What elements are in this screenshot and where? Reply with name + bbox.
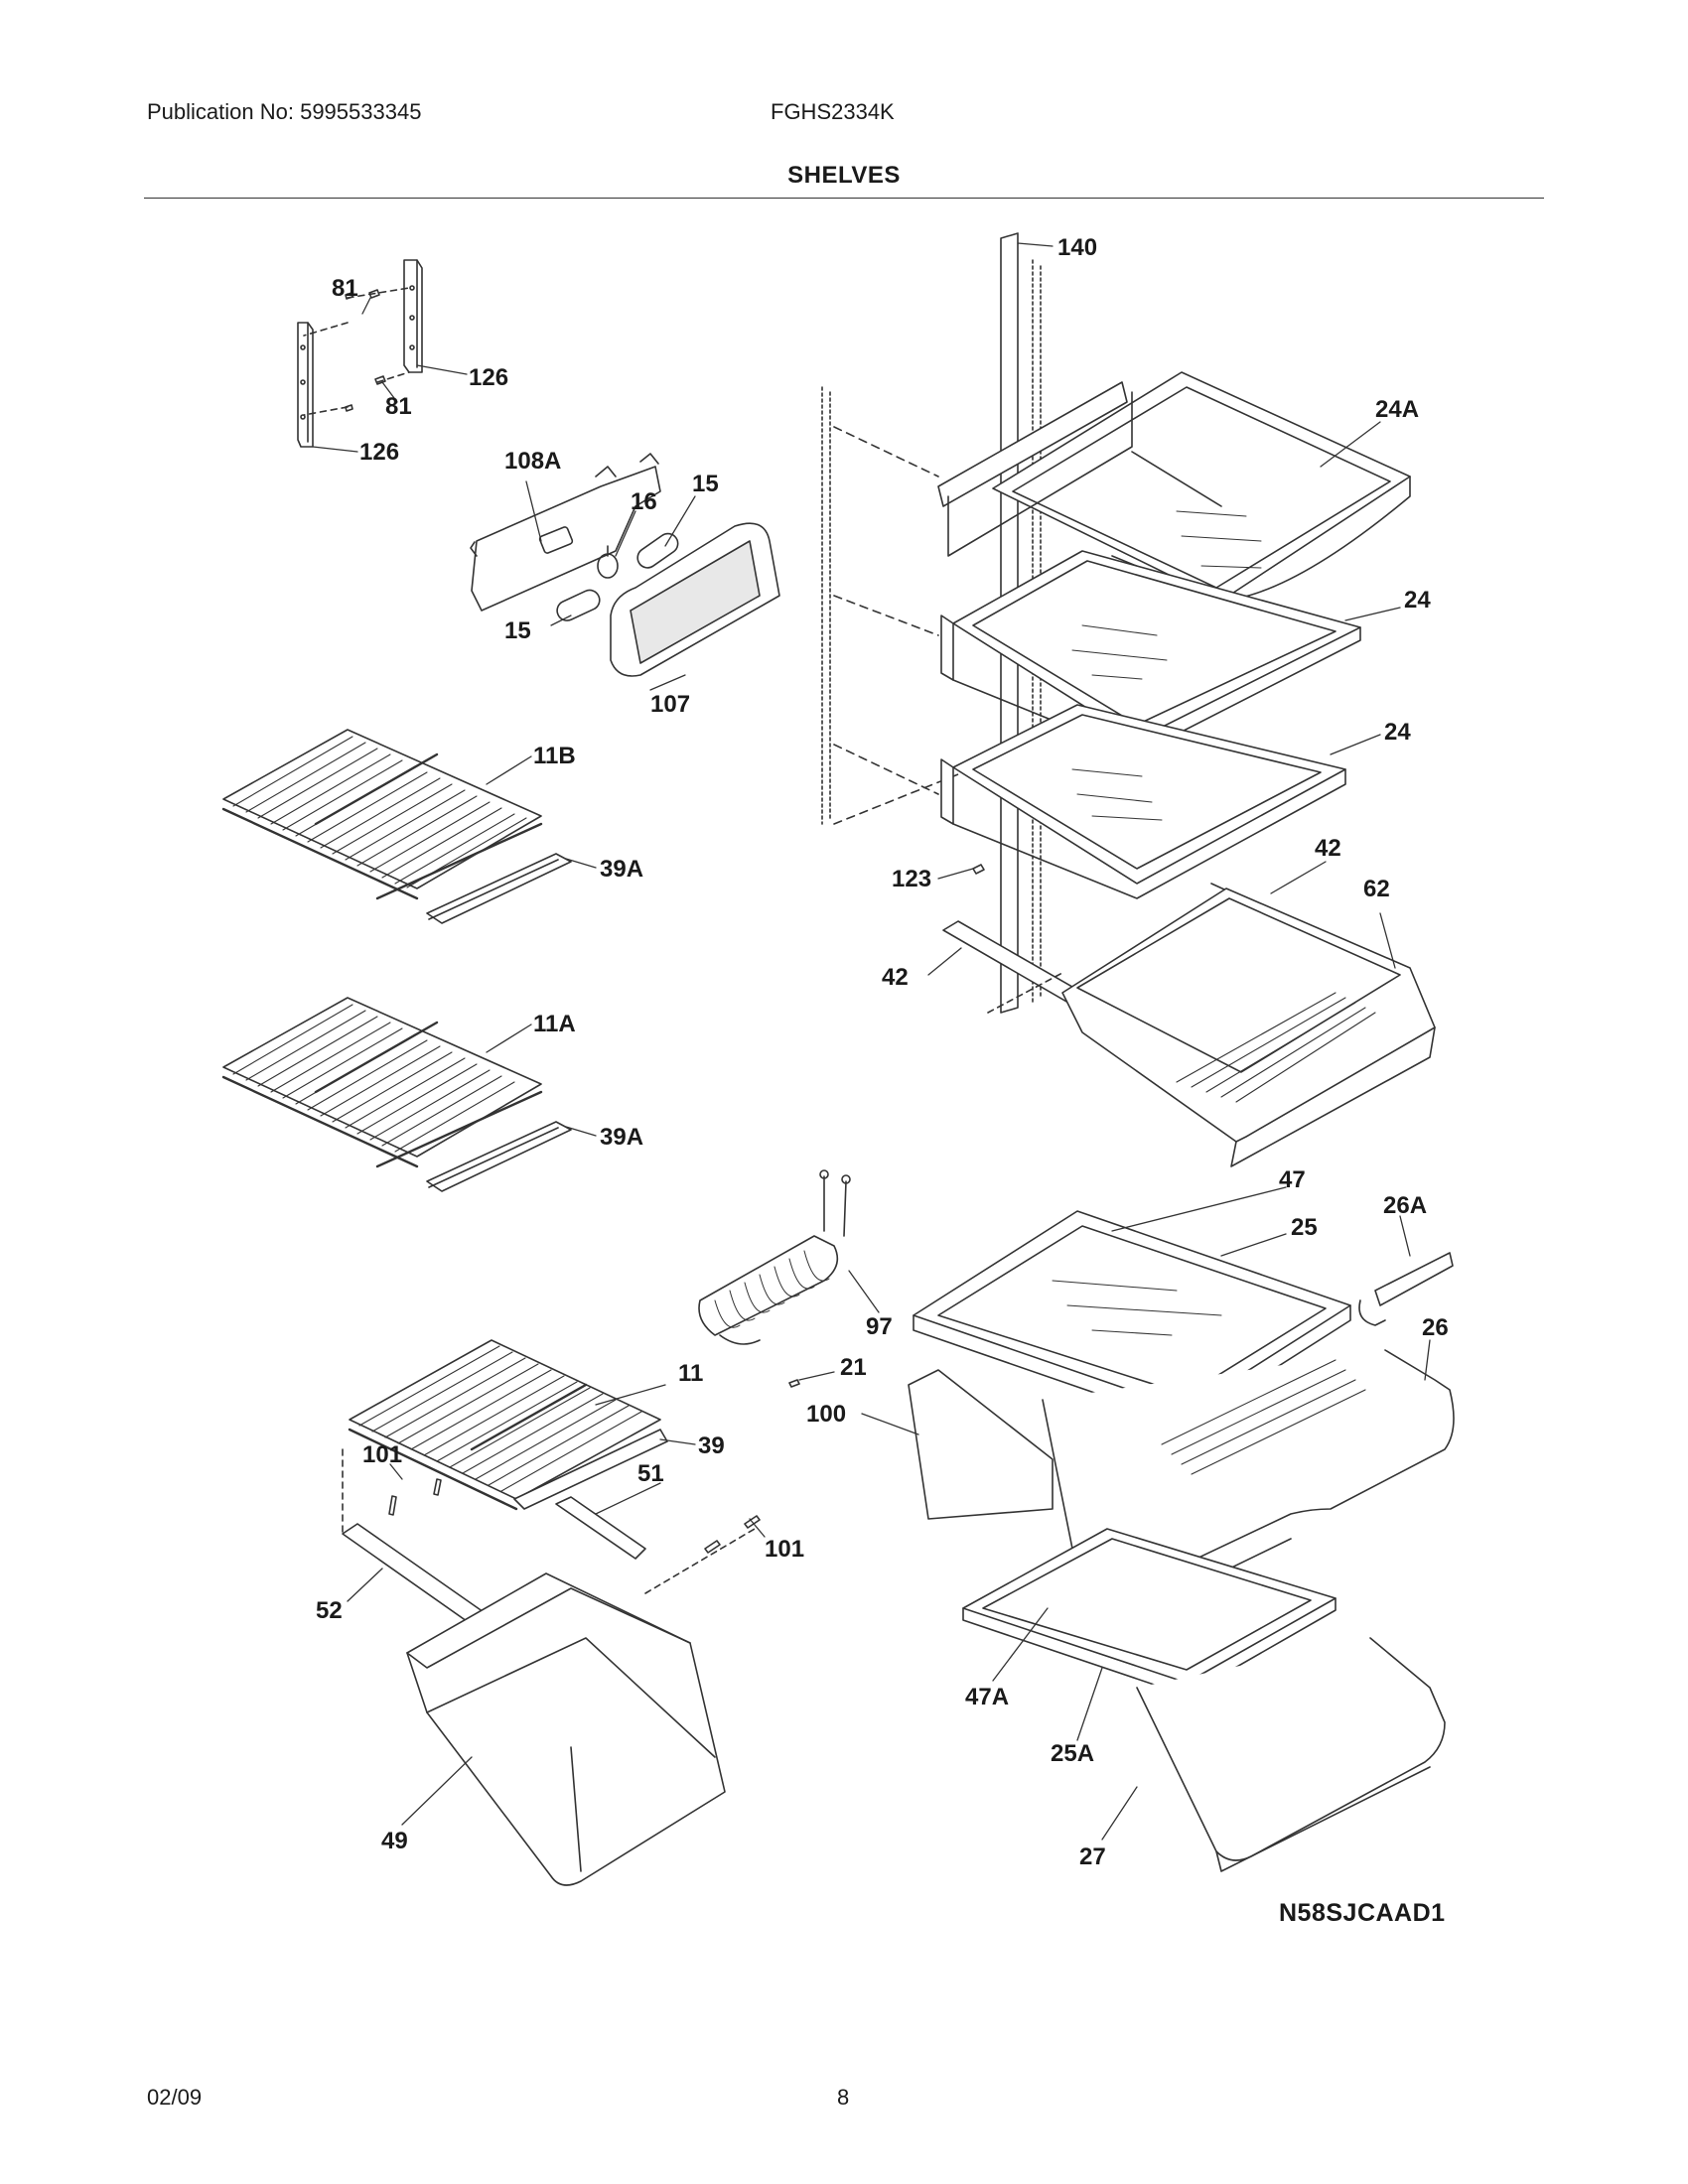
panel-100 [908, 1369, 1054, 1520]
diffuser-cover-107 [610, 522, 780, 677]
callout-25: 25 [1291, 1214, 1318, 1241]
callout-15-left: 15 [504, 617, 531, 644]
shelf-trim-39A-upper [426, 853, 572, 924]
heater-coil-97 [698, 1169, 851, 1345]
callout-11: 11 [678, 1360, 703, 1387]
glass-shelf-24A [937, 371, 1411, 602]
callout-42-upper: 42 [1315, 835, 1341, 862]
crisper-drawer-27 [1136, 1637, 1446, 1872]
wire-shelf-11A [221, 997, 543, 1168]
callout-25A: 25A [1051, 1740, 1094, 1767]
callout-123: 123 [892, 866, 931, 892]
header-rule [144, 198, 1544, 199]
callout-39A-lower: 39A [600, 1124, 643, 1151]
crisper-cover-25 [913, 1210, 1351, 1426]
page-number: 8 [837, 2085, 850, 2110]
callout-101-right: 101 [765, 1536, 804, 1563]
drawer-stop-26A [1358, 1252, 1454, 1326]
callout-15-right: 15 [692, 471, 719, 497]
diffuser-housing-108A [470, 453, 661, 612]
callout-26A: 26A [1383, 1192, 1427, 1219]
callout-24A: 24A [1375, 396, 1419, 423]
shelf-trim-39A-lower [426, 1121, 572, 1192]
callout-24-upper: 24 [1404, 587, 1431, 614]
footer-date: 02/09 [147, 2085, 203, 2110]
glass-shelf-24-lower [940, 704, 1346, 899]
screw-101-set [388, 1478, 761, 1594]
bracket-126-left [297, 322, 314, 448]
callout-39A-upper: 39A [600, 856, 643, 883]
callout-11B: 11B [533, 743, 576, 769]
callout-47A: 47A [965, 1684, 1009, 1710]
callout-126-upper: 126 [469, 364, 508, 391]
callout-107: 107 [650, 691, 690, 718]
callout-51: 51 [637, 1460, 664, 1487]
screw-21 [788, 1379, 800, 1388]
shelf-trim-39 [513, 1429, 668, 1510]
crisper-drawer-62 [1061, 887, 1436, 1167]
screw-81-set [303, 287, 410, 416]
callout-81-upper: 81 [332, 275, 358, 302]
storage-bin-49 [406, 1572, 726, 1886]
damper-assembly-16 [597, 545, 619, 579]
callout-26: 26 [1422, 1314, 1449, 1341]
callout-42-lower: 42 [882, 964, 909, 991]
callout-100: 100 [806, 1401, 846, 1428]
diagram-code: N58SJCAAD1 [1279, 1899, 1446, 1927]
callout-49: 49 [381, 1828, 408, 1854]
callout-81-lower: 81 [385, 393, 412, 420]
callout-108A: 108A [504, 448, 561, 475]
callout-16: 16 [631, 488, 657, 515]
callout-labels: 81 81 126 126 108A 16 15 15 107 11B 39A … [316, 234, 1449, 1870]
screw-123 [972, 864, 985, 875]
callout-126-lower: 126 [359, 439, 399, 466]
glass-shelf-24-upper [940, 550, 1361, 755]
callout-97: 97 [866, 1313, 893, 1340]
bracket-126-right [403, 259, 423, 373]
callout-21: 21 [840, 1354, 867, 1381]
callout-11A: 11A [533, 1011, 576, 1037]
model-number: FGHS2334K [771, 99, 895, 124]
callout-24-lower: 24 [1384, 719, 1411, 746]
callout-47: 47 [1279, 1166, 1306, 1193]
wire-shelf-11B [221, 729, 543, 900]
shelf-rail-51 [555, 1496, 646, 1560]
callout-27: 27 [1079, 1843, 1106, 1870]
wire-shelf-11 [348, 1339, 661, 1511]
callout-39: 39 [698, 1433, 725, 1459]
callout-52: 52 [316, 1597, 343, 1624]
section-title: SHELVES [787, 162, 901, 189]
publication-number: Publication No: 5995533345 [147, 99, 422, 124]
callout-140: 140 [1057, 234, 1097, 261]
callout-62: 62 [1363, 876, 1390, 902]
callout-101-left: 101 [362, 1441, 402, 1468]
leader-lines [312, 242, 1431, 1841]
